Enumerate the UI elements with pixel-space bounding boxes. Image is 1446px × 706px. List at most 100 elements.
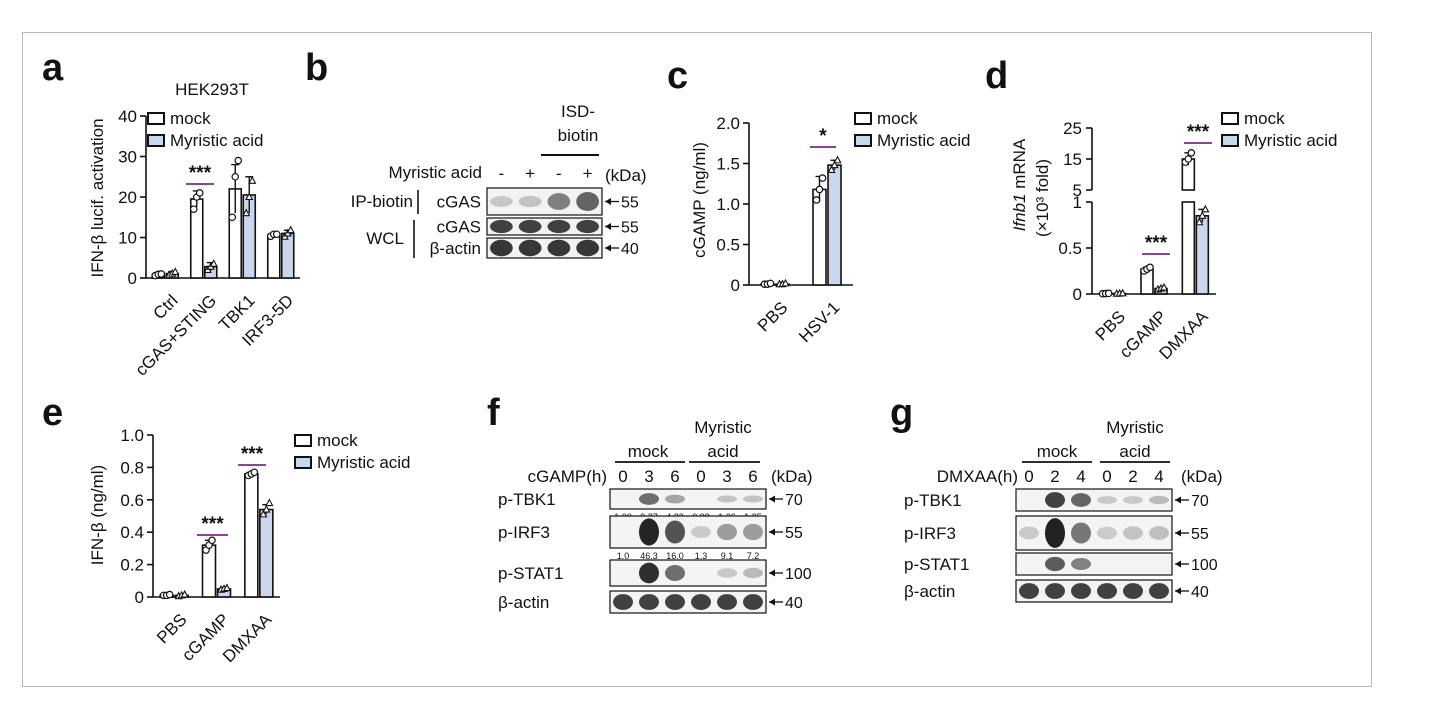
panel-e-bar <box>259 508 274 598</box>
panel-f-treatment-label: cGAMP(h) <box>528 467 607 486</box>
panel-d-bar <box>1195 215 1210 295</box>
panel-d-legend-label: mock <box>1244 109 1285 128</box>
panel-f-marker-arrow-head <box>769 528 775 536</box>
panel-b-row-label: cGAS <box>437 193 481 212</box>
panel-g-marker-label: 100 <box>1191 557 1218 574</box>
panel-g-marker-arrow-head <box>1175 496 1181 504</box>
panel-b-blot-frame <box>486 217 603 236</box>
panel-f-time: 0 <box>696 467 705 486</box>
panel-f-band <box>639 518 659 546</box>
panel-f-band <box>743 567 763 579</box>
panel-b-sign: + <box>525 164 535 183</box>
panel-g-band <box>1045 583 1065 599</box>
panel-letter-b: b <box>305 47 328 89</box>
panel-e-point <box>165 590 174 599</box>
panel-f-group-myristic: Myristic <box>694 418 752 437</box>
panel-b-sign: - <box>556 164 562 183</box>
panel-b-marker-arrow-head <box>605 244 611 252</box>
panel-d-y-tick-label: 5 <box>1073 181 1082 200</box>
panel-c-category-label: HSV-1 <box>795 298 843 346</box>
panel-d-legend-label: Myristic acid <box>1244 131 1338 150</box>
panel-g-row-label: β-actin <box>904 582 955 601</box>
panel-b-row-label: cGAS <box>437 218 481 237</box>
panel-c-point <box>815 185 824 194</box>
panel-d-point <box>1146 263 1154 272</box>
panel-g-blot-frame <box>1015 488 1173 512</box>
panel-g-band <box>1123 496 1143 504</box>
panel-g-band <box>1045 492 1065 508</box>
panel-letter-e: e <box>42 392 63 434</box>
panel-f-marker-label: 40 <box>785 595 803 612</box>
panel-e-category-label: DMXAA <box>219 610 276 667</box>
panel-c-point <box>781 278 790 287</box>
panel-a-point <box>157 270 166 278</box>
panel-e-ylabel: IFN-β (ng/ml) <box>88 465 107 565</box>
panel-f-band <box>665 520 685 544</box>
panel-g-time: 4 <box>1154 467 1163 486</box>
panel-a-point <box>234 156 243 165</box>
panel-f-band <box>717 594 737 610</box>
panel-b-header-1: ISD- <box>561 102 595 121</box>
panel-b-marker-arrow-head <box>605 198 611 205</box>
panel-b-band <box>518 195 542 208</box>
panel-f-band <box>639 493 659 505</box>
panel-a-point <box>171 267 180 275</box>
panel-b-kda: (kDa) <box>605 166 647 185</box>
panel-f-marker-arrow-head <box>769 598 775 606</box>
panel-c-y-tick-label: 2.0 <box>716 114 740 133</box>
panel-a-category-label: Ctrl <box>150 291 182 323</box>
panel-letter-f: f <box>487 392 500 434</box>
panel-f-band <box>665 564 685 582</box>
panel-d-ylabel-rest: mRNA <box>1010 138 1029 193</box>
panel-e-y-tick-label: 0.2 <box>120 556 144 575</box>
panel-f-group-acid: acid <box>707 442 738 461</box>
panel-d-point <box>1104 289 1113 298</box>
panel-g-marker-label: 40 <box>1191 584 1209 601</box>
panel-a-legend-swatch <box>147 134 165 147</box>
panel-e-legend-label: Myristic acid <box>317 453 411 472</box>
panel-b-row-label: β-actin <box>430 239 481 258</box>
panel-g-marker-label: 70 <box>1191 493 1209 510</box>
panel-a-point <box>272 230 281 239</box>
panel-a-y-tick-label: 20 <box>118 188 137 207</box>
panel-c-y-tick-label: 0 <box>731 276 740 295</box>
panel-e-point <box>265 498 274 507</box>
panel-g-marker-label: 55 <box>1191 526 1209 543</box>
panel-e-point <box>180 589 189 598</box>
panel-a-point <box>245 192 254 201</box>
panel-f-blot-frame <box>609 488 767 510</box>
panel-d-point <box>1201 204 1210 213</box>
panel-g-band <box>1019 583 1039 599</box>
panel-e-category-label: PBS <box>153 610 190 647</box>
panel-f-band <box>743 495 763 503</box>
panel-a-point <box>209 259 218 267</box>
panel-f-band <box>691 525 711 539</box>
panel-a-legend-label: Myristic acid <box>170 131 264 150</box>
panel-e-point <box>250 468 259 477</box>
panel-a-ylabel: IFN-β lucif. activation <box>88 118 107 277</box>
panel-a-point <box>286 225 295 234</box>
panel-d-ylabel-gene: Ifnb1 <box>1010 193 1029 231</box>
panel-f-band <box>639 562 659 584</box>
panel-c-point <box>830 160 839 169</box>
panel-c-y-tick-label: 1.5 <box>716 155 740 174</box>
panel-c-legend-swatch <box>854 134 872 147</box>
panel-letter-c: c <box>667 55 688 97</box>
panel-c-y-tick-label: 0.5 <box>716 236 740 255</box>
panel-f-quant: 16.0 <box>666 551 684 561</box>
panel-e-point <box>259 509 268 518</box>
panel-f-marker-label: 70 <box>785 492 803 509</box>
panel-d-sig-1-stars: *** <box>1145 233 1168 254</box>
panel-f-time: 6 <box>670 467 679 486</box>
panel-f-marker-arrow-head <box>769 495 775 503</box>
panel-d-point <box>1159 282 1169 291</box>
panel-g-band <box>1123 526 1143 540</box>
panel-g-blot-frame <box>1015 552 1173 576</box>
panel-f-row-label: p-TBK1 <box>498 490 556 509</box>
panel-a-bar <box>280 232 295 279</box>
panel-g-marker-arrow-head <box>1175 587 1181 595</box>
panel-f-blot-frame <box>609 590 767 614</box>
panel-g-group-mock: mock <box>1037 442 1078 461</box>
panel-e-sig-1-stars: *** <box>201 514 224 535</box>
panel-g-treatment-label: DMXAA(h) <box>937 467 1018 486</box>
